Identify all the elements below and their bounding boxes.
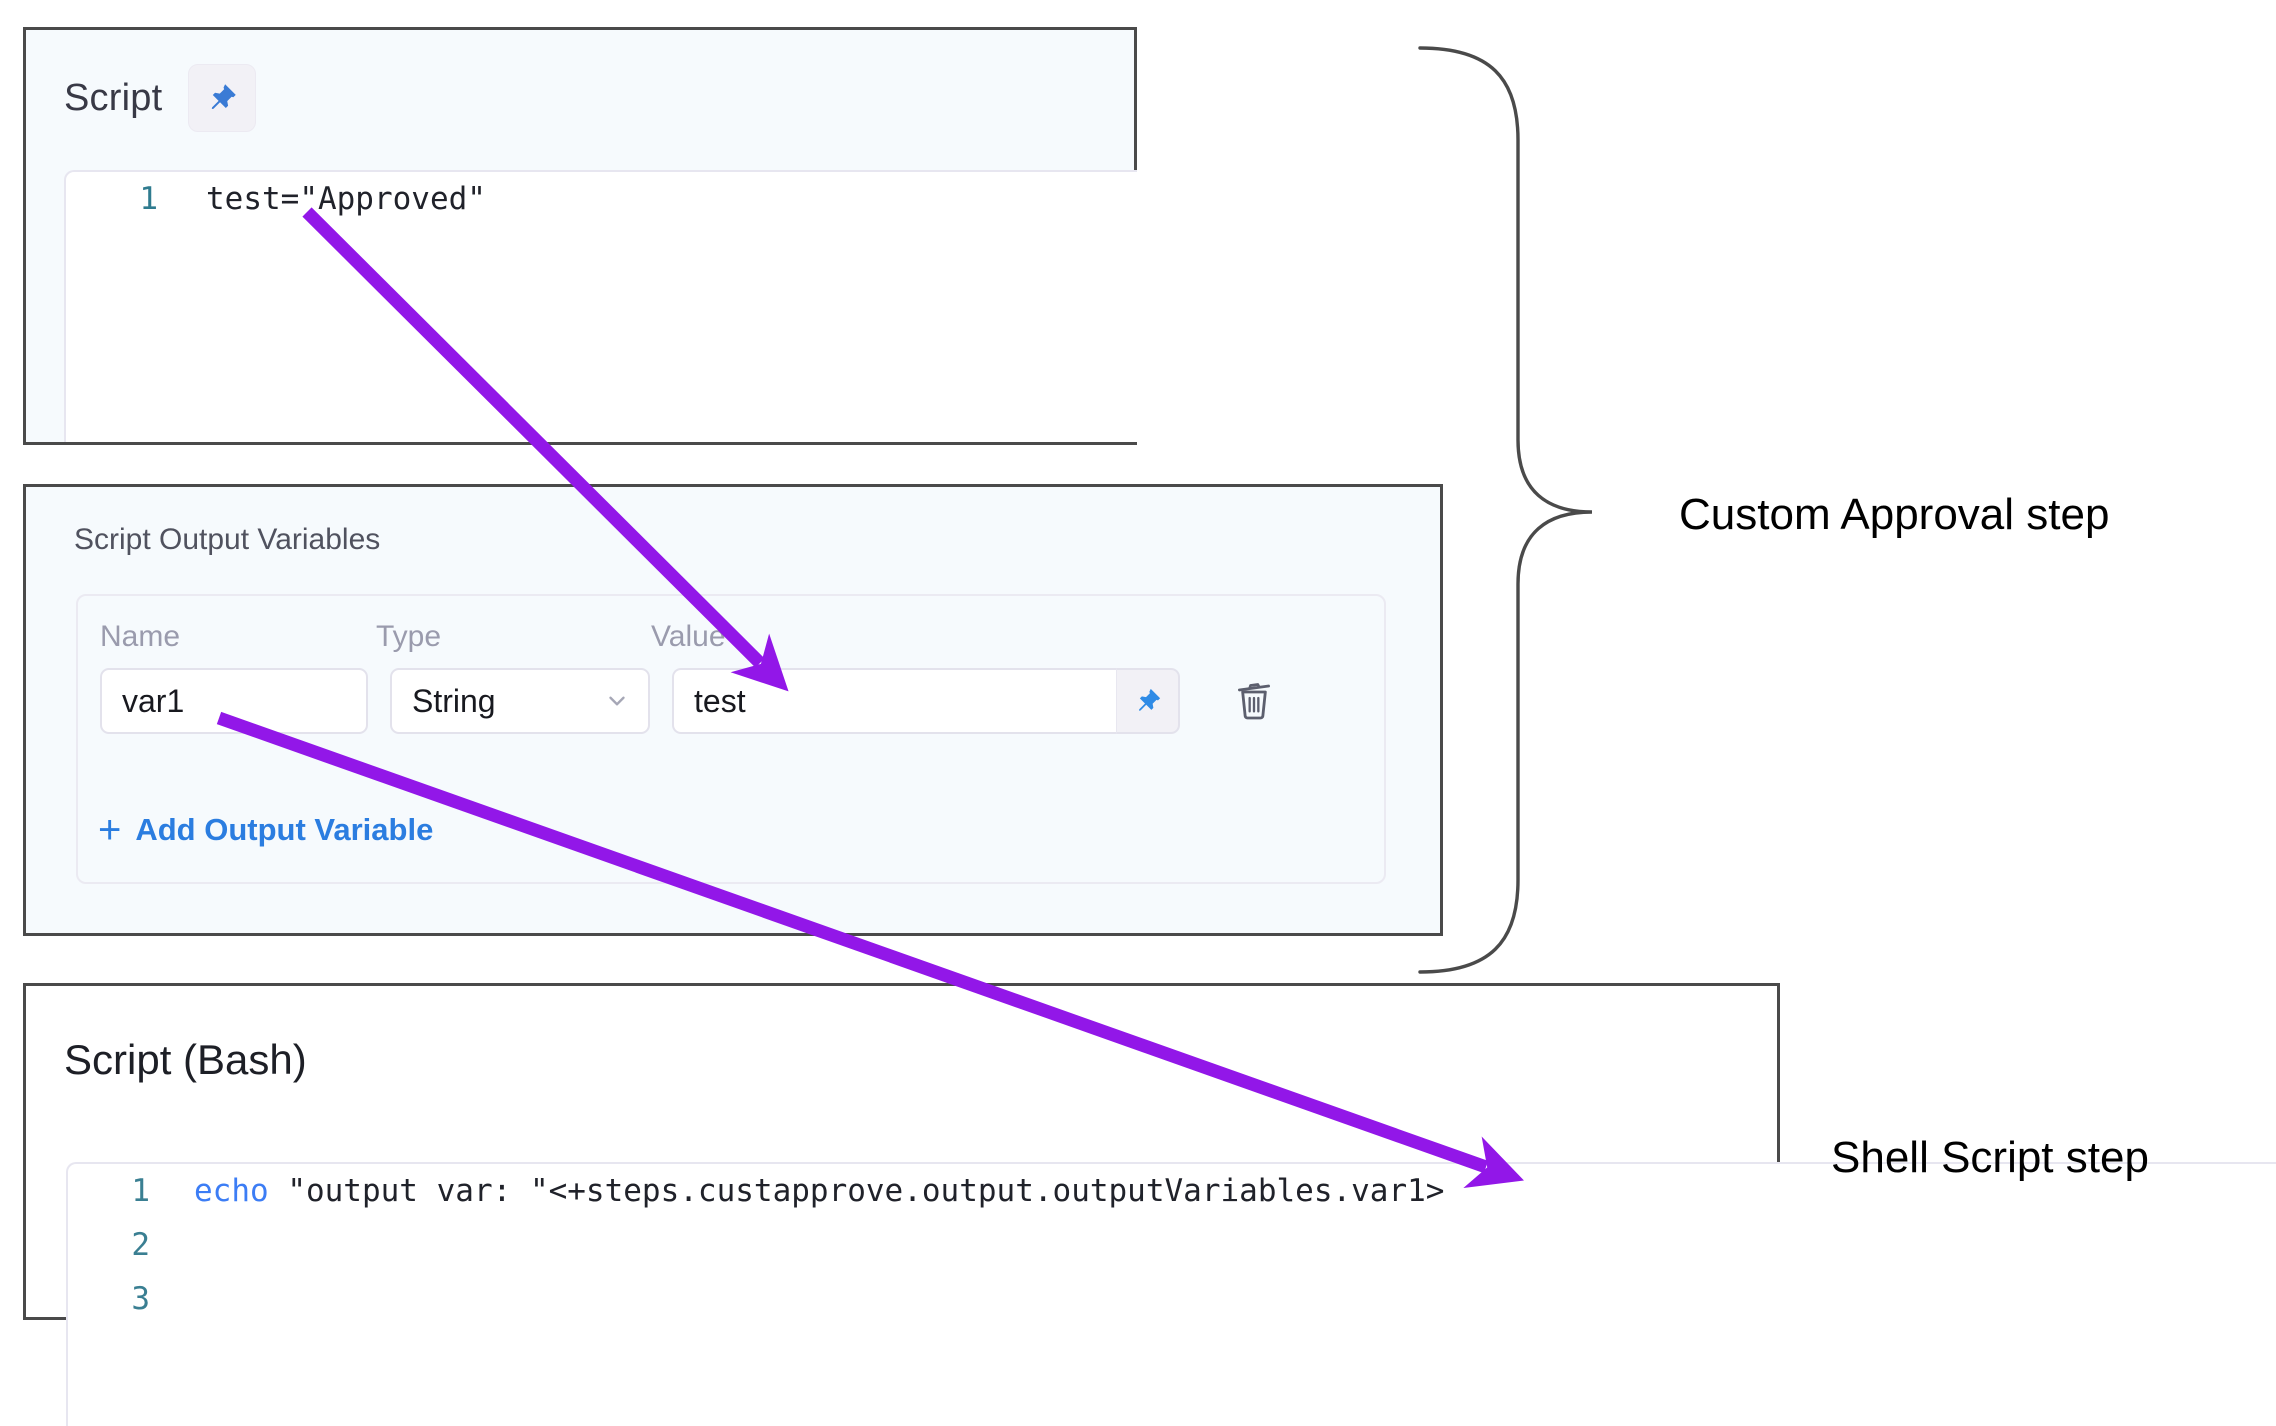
- variable-type-value: String: [412, 682, 496, 719]
- script-panel-title: Script: [64, 76, 163, 119]
- add-output-variable-button[interactable]: + Add Output Variable: [98, 810, 433, 850]
- variable-name-input[interactable]: var1: [100, 668, 368, 734]
- chevron-down-icon: [604, 688, 630, 714]
- script-code-editor[interactable]: 1 test="Approved": [64, 170, 1137, 442]
- curly-brace: [1418, 46, 1593, 974]
- column-header-name: Name: [100, 620, 181, 653]
- code-rest: "output var: "<+steps.custapprove.output…: [268, 1173, 1445, 1209]
- line-number: 2: [131, 1227, 150, 1263]
- variable-value-group: test: [672, 668, 1180, 734]
- code-line: 1 echo "output var: "<+steps.custapprove…: [68, 1164, 2276, 1218]
- line-number: 3: [131, 1281, 150, 1317]
- variable-value-input[interactable]: test: [672, 668, 1116, 734]
- add-output-variable-label: Add Output Variable: [135, 812, 434, 847]
- script-panel: Script 1 test="Approved": [23, 27, 1137, 445]
- annotation-shell-script-step: Shell Script step: [1831, 1133, 2149, 1182]
- line-content: test="Approved": [206, 181, 486, 217]
- column-header-value: Value: [651, 620, 726, 653]
- code-line: 2: [68, 1218, 2276, 1272]
- code-keyword: echo: [194, 1173, 269, 1209]
- line-number: 1: [131, 1173, 150, 1209]
- script-panel-header: Script: [26, 30, 1134, 132]
- variable-type-select[interactable]: String: [390, 668, 650, 734]
- bash-code-editor[interactable]: 1 echo "output var: "<+steps.custapprove…: [66, 1162, 2276, 1426]
- code-line: 3: [68, 1272, 2276, 1326]
- output-variables-column-headers: Name Type Value: [78, 596, 1384, 654]
- code-line: 1 test="Approved": [66, 172, 1137, 226]
- line-content: echo "output var: "<+steps.custapprove.o…: [150, 1164, 1444, 1218]
- pushpin-icon[interactable]: [1116, 668, 1180, 734]
- trash-icon[interactable]: [1228, 670, 1280, 732]
- pushpin-icon[interactable]: [188, 64, 257, 132]
- annotation-custom-approval-step: Custom Approval step: [1679, 490, 2110, 539]
- plus-icon: +: [98, 808, 122, 852]
- line-number: 1: [139, 181, 158, 217]
- column-header-type: Type: [376, 620, 442, 653]
- output-variable-row: var1 String test: [78, 654, 1384, 734]
- script-output-variables-title: Script Output Variables: [74, 523, 381, 556]
- bash-script-panel-title: Script (Bash): [64, 1036, 307, 1083]
